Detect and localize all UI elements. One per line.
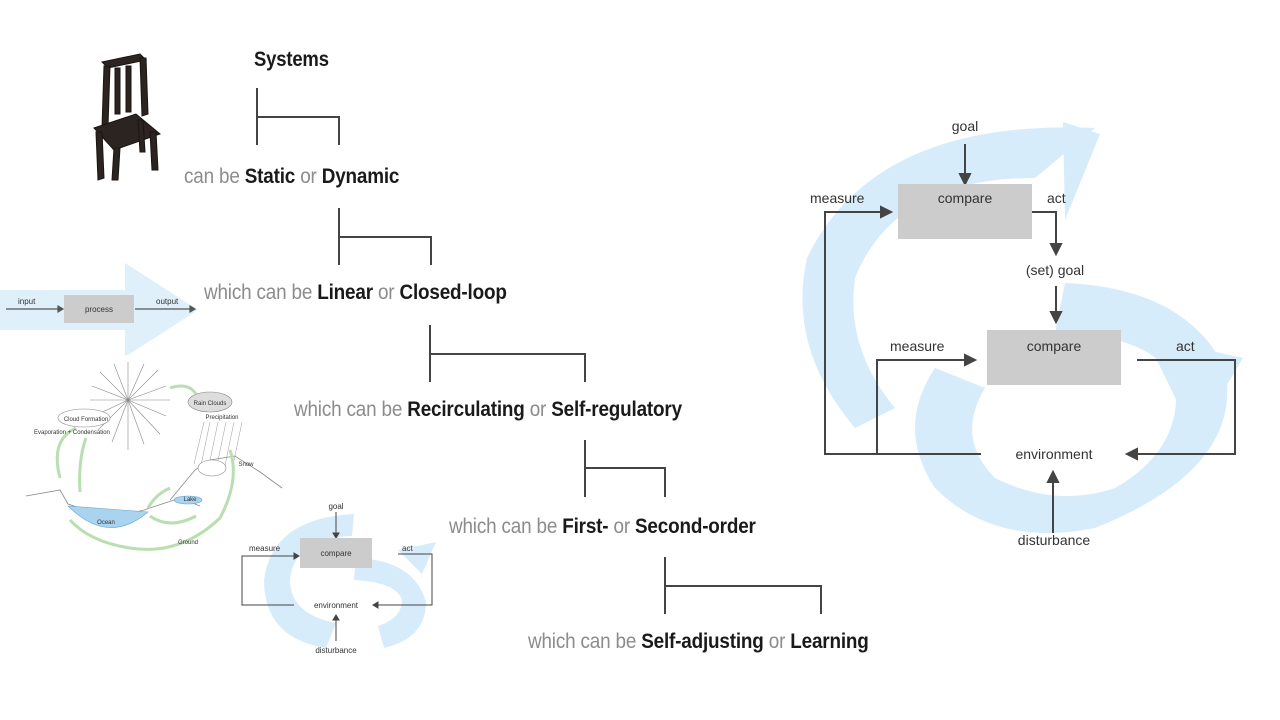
connector-1-path — [256, 88, 340, 145]
fo-measure: measure — [249, 544, 281, 553]
so-act-top: act — [1047, 190, 1066, 206]
tree-row-1: can be Static or Dynamic — [184, 165, 399, 189]
row-or: or — [372, 281, 400, 304]
option-self-adjusting: Self-adjusting — [641, 630, 764, 653]
wc-rain-clouds: Rain Clouds — [194, 401, 227, 407]
row-prefix: can be — [184, 165, 245, 188]
fo-disturbance: disturbance — [315, 646, 357, 655]
option-learning: Learning — [790, 630, 869, 653]
linear-diagram: input process output — [0, 263, 198, 355]
option-second-order: Second-order — [635, 515, 756, 538]
wc-lake: Lake — [183, 497, 197, 503]
option-recirculating: Recirculating — [407, 398, 525, 421]
option-dynamic: Dynamic — [321, 165, 400, 188]
connector-2-path — [338, 208, 432, 265]
ocean — [67, 505, 149, 528]
row-or: or — [524, 398, 552, 421]
compare-box — [300, 538, 372, 568]
second-order-loop-diagram: goal compare measure act (set) goal comp… — [802, 118, 1243, 548]
option-linear: Linear — [317, 281, 373, 304]
water-cycle-diagram: Rain Clouds Cloud Formation Precipitatio… — [25, 362, 283, 551]
wc-ocean: Ocean — [97, 520, 115, 526]
tree-row-5: which can be Self-adjusting or Learning — [528, 630, 869, 654]
row-or: or — [608, 515, 636, 538]
so-goal: goal — [952, 118, 978, 134]
so-measure-outer: measure — [810, 190, 865, 206]
row-prefix: which can be — [528, 630, 642, 653]
option-self-regulatory: Self-regulatory — [551, 398, 682, 421]
wc-precipitation: Precipitation — [205, 415, 238, 421]
process-box — [64, 295, 134, 323]
loop-bg — [264, 514, 354, 648]
option-closed-loop: Closed-loop — [399, 281, 507, 304]
connector-4-path — [584, 440, 666, 497]
linear-output-label: output — [156, 297, 179, 306]
wc-evaporation: Evaporation + Condensation — [34, 430, 110, 436]
tree-row-4: which can be First- or Second-order — [449, 515, 756, 539]
wc-ground: Ground — [178, 540, 198, 546]
row-prefix: which can be — [204, 281, 318, 304]
inner-loop-bg — [915, 283, 1228, 533]
lake — [173, 495, 203, 505]
wc-cloud-formation: Cloud Formation — [64, 417, 108, 423]
row-or: or — [295, 165, 322, 188]
row-prefix: which can be — [449, 515, 563, 538]
so-environment: environment — [1015, 446, 1092, 462]
so-compare-bottom: compare — [1027, 338, 1082, 354]
so-measure-inner: measure — [890, 338, 945, 354]
so-disturbance: disturbance — [1018, 532, 1091, 548]
so-act-bottom: act — [1176, 338, 1195, 354]
chair-image — [93, 53, 161, 181]
page-title: Systems — [254, 48, 329, 71]
tree-row-2: which can be Linear or Closed-loop — [204, 281, 507, 305]
tree-row-3: which can be Recirculating or Self-regul… — [294, 398, 682, 422]
sun-icon — [90, 362, 170, 450]
so-set-goal: (set) goal — [1026, 262, 1084, 278]
linear-process-label: process — [85, 305, 113, 314]
fo-act: act — [402, 544, 413, 553]
option-first-order: First- — [562, 515, 609, 538]
first-order-loop-diagram: goal compare measure act environment dis… — [241, 502, 436, 655]
fo-goal: goal — [328, 502, 343, 511]
row-prefix: which can be — [294, 398, 408, 421]
connector-5-path — [664, 557, 822, 614]
fo-environment: environment — [314, 601, 359, 610]
compare-box-bottom — [987, 330, 1121, 385]
option-static: Static — [244, 165, 296, 188]
fo-compare: compare — [320, 549, 352, 558]
outer-loop-bg — [802, 127, 1095, 428]
compare-box-top — [898, 184, 1032, 239]
row-or: or — [763, 630, 791, 653]
linear-input-label: input — [18, 297, 36, 306]
connector-3-path — [429, 325, 586, 382]
so-compare-top: compare — [938, 190, 993, 206]
rain-cloud — [187, 391, 233, 413]
wc-snow: Snow — [238, 462, 254, 468]
